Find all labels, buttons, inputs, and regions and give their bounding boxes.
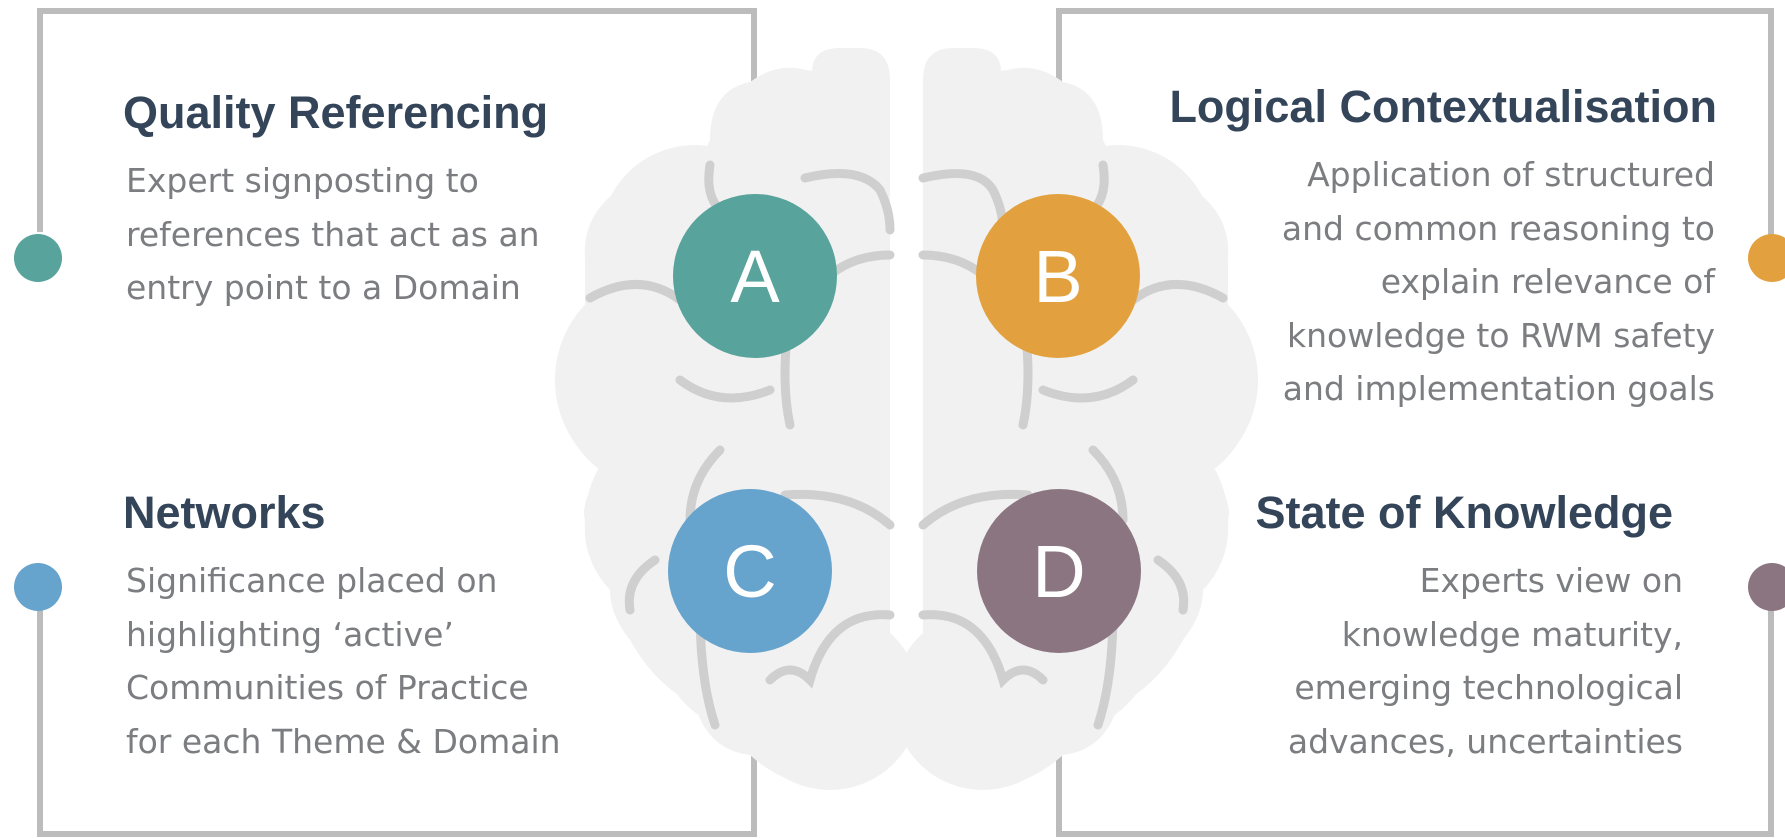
brain-illustration: [555, 48, 1258, 790]
logical-contextualisation-description: Application of structured and common rea…: [1281, 155, 1715, 408]
logical-contextualisation-title: Logical Contextualisation: [1169, 81, 1717, 132]
state-of-knowledge-description: Experts view on knowledge maturity, emer…: [1287, 561, 1683, 761]
marker-dot-d: [1748, 563, 1785, 611]
brain-left-hemisphere: [555, 48, 920, 790]
circle-c-letter: C: [723, 530, 776, 613]
quality-referencing-description: Expert signposting to references that ac…: [126, 161, 540, 307]
quality-referencing-title: Quality Referencing: [123, 87, 549, 138]
frame-top-left: [37, 8, 757, 232]
frame-lines: [37, 8, 1774, 837]
circle-a: A: [673, 194, 837, 358]
networks-description: Significance placed on highlighting ‘act…: [126, 561, 561, 761]
marker-dot-c: [14, 563, 62, 611]
marker-dot-b: [1748, 234, 1785, 282]
circle-d-letter: D: [1032, 530, 1085, 613]
frame-bottom-left: [37, 586, 757, 837]
circle-b-letter: B: [1033, 235, 1082, 318]
state-of-knowledge-title: State of Knowledge: [1255, 487, 1673, 538]
brain-right-hemisphere: [893, 48, 1258, 790]
frame-top-right: [1056, 8, 1774, 236]
circle-a-letter: A: [730, 235, 780, 318]
circle-c: C: [668, 489, 832, 653]
circle-d: D: [977, 489, 1141, 653]
frame-bottom-right: [1056, 592, 1774, 837]
marker-dot-a: [14, 234, 62, 282]
networks-title: Networks: [123, 487, 326, 538]
brain-folds: [585, 160, 1228, 730]
circle-b: B: [976, 194, 1140, 358]
